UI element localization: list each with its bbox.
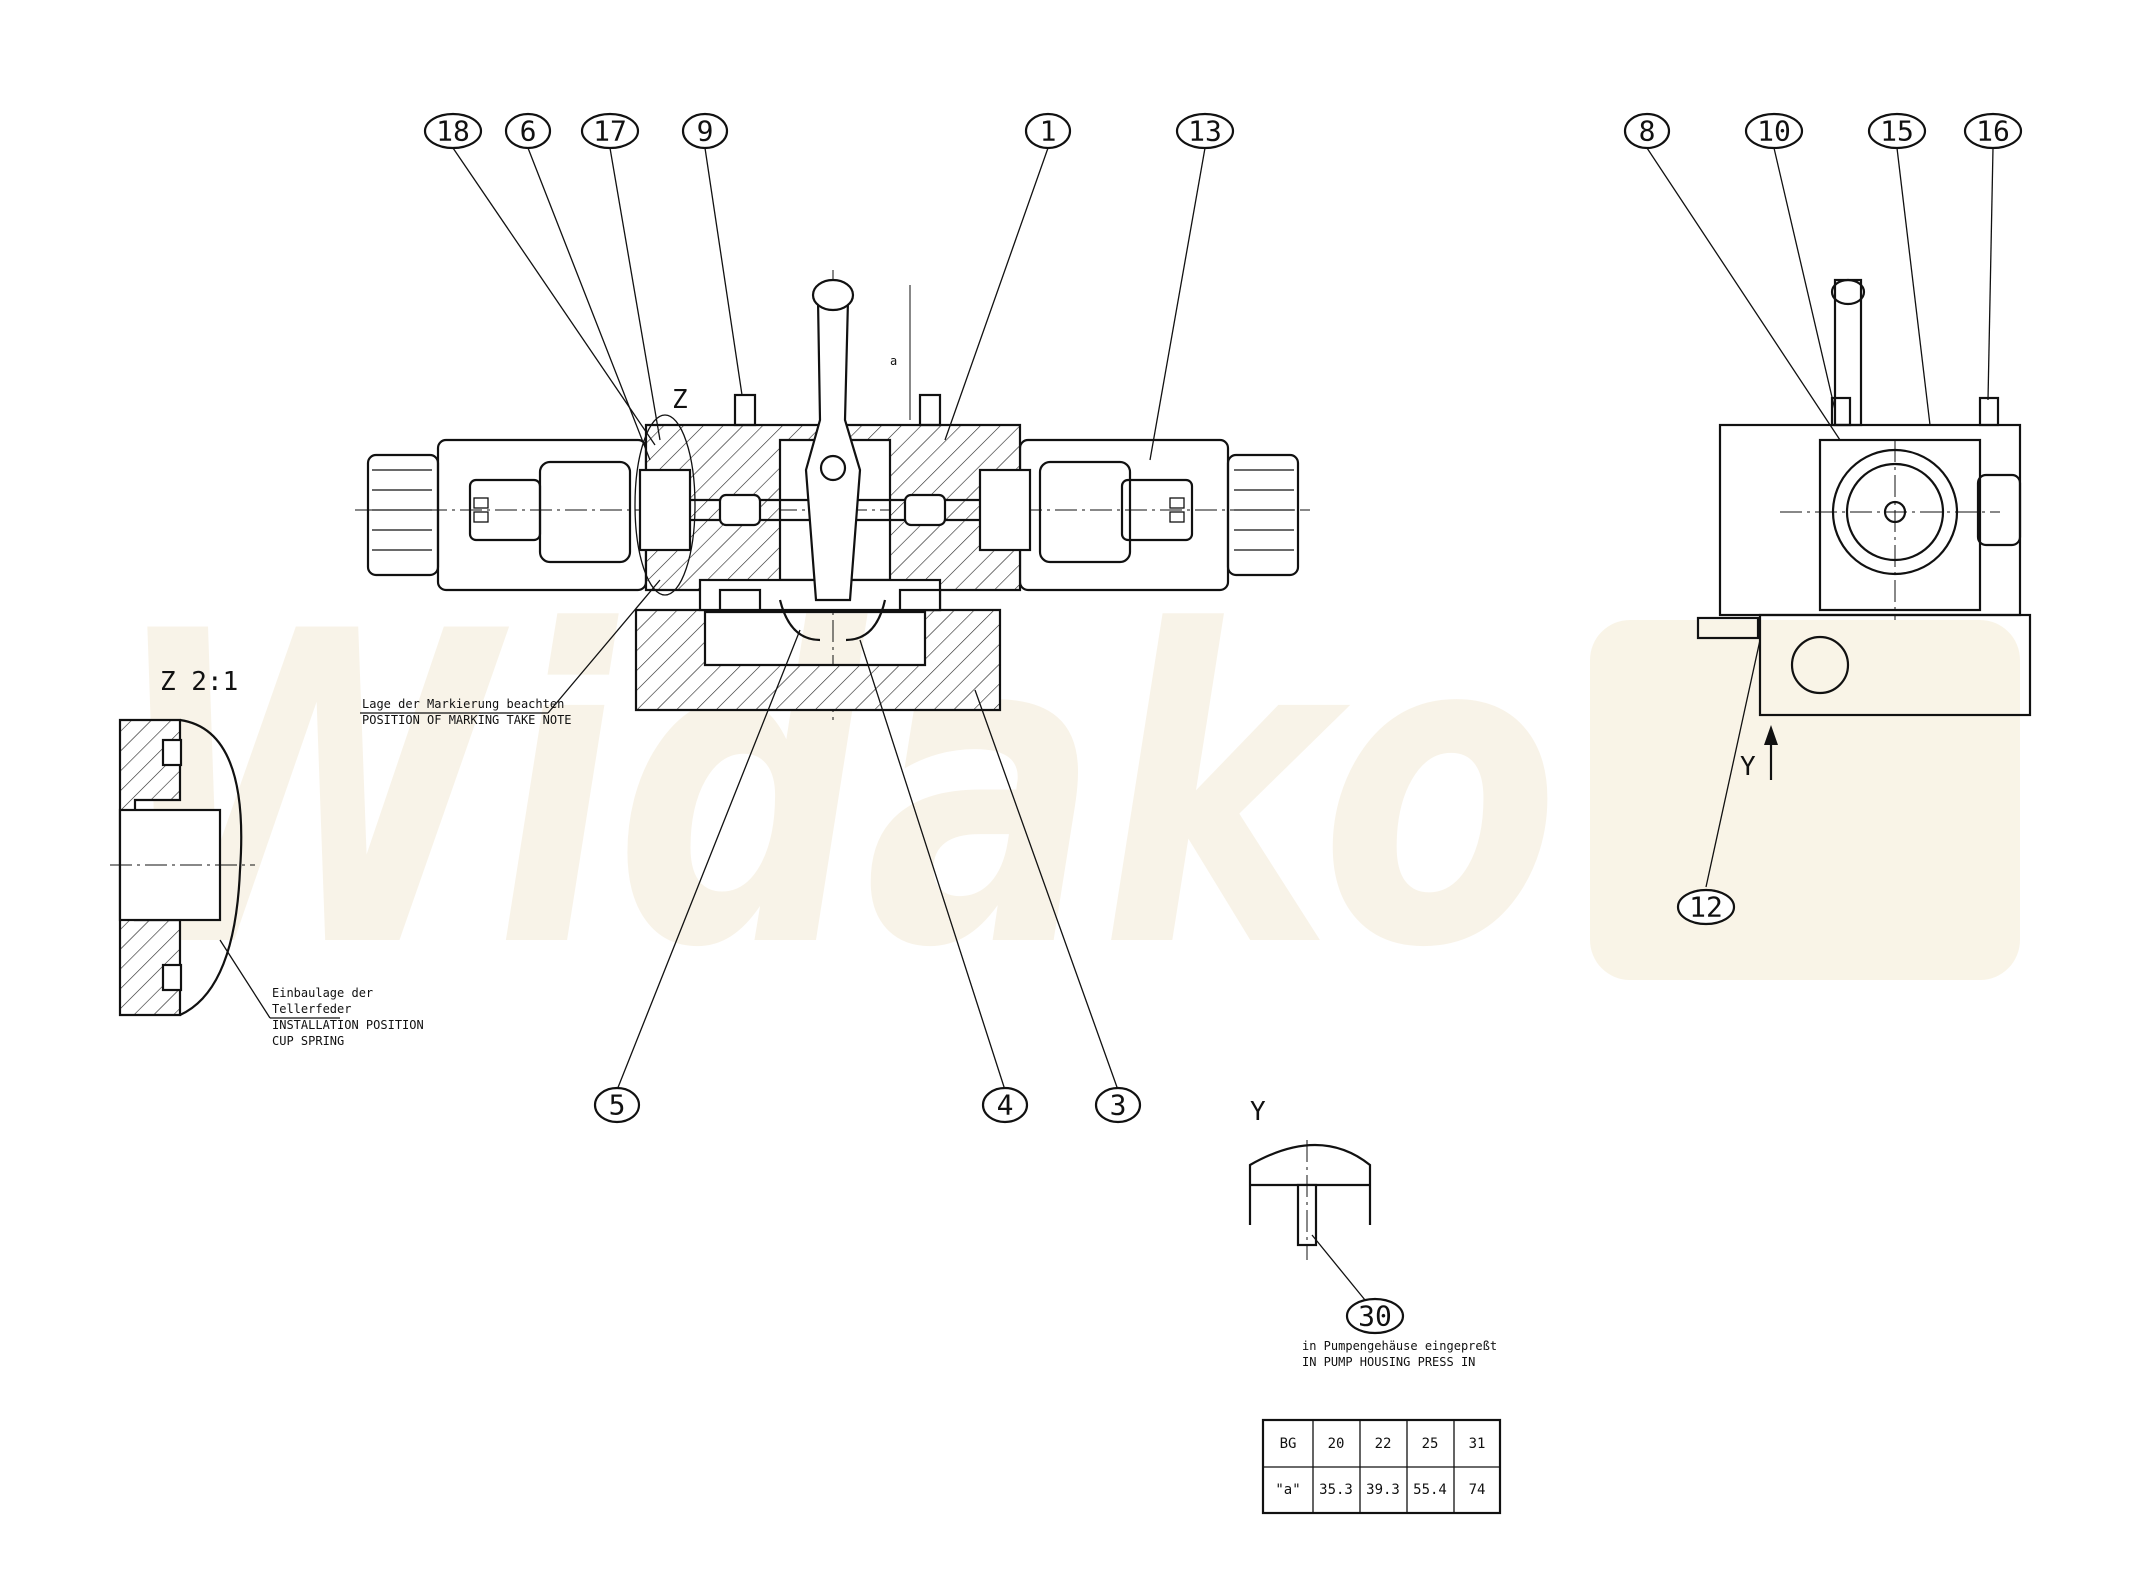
note-marking-de: Lage der Markierung beachten xyxy=(362,697,564,711)
note-spring-de-1: Einbaulage der xyxy=(272,986,373,1000)
control-lever xyxy=(804,298,862,602)
svg-text:3: 3 xyxy=(1110,1089,1127,1122)
balloon-17: 17 xyxy=(580,112,640,150)
table-cell-r1c3: 55.4 xyxy=(1413,1482,1447,1498)
size-table: BG 20 22 25 31 "a" 35.3 39.3 55.4 74 xyxy=(1261,1418,1502,1515)
note-press-de: in Pumpengehäuse eingepreßt xyxy=(1302,1339,1497,1353)
note-spring-de-2: Tellerfeder xyxy=(272,1002,351,1016)
balloon-5: 5 xyxy=(593,1086,641,1124)
table-cell-r1c4: 74 xyxy=(1469,1482,1486,1498)
table-cell-r1c0: "a" xyxy=(1275,1482,1300,1498)
balloon-18: 18 xyxy=(423,112,483,150)
table-cell-r0c1: 20 xyxy=(1328,1436,1345,1452)
svg-text:16: 16 xyxy=(1976,115,2010,148)
balloon-6: 6 xyxy=(504,112,552,150)
z-marker: Z xyxy=(672,385,688,415)
svg-text:13: 13 xyxy=(1188,115,1222,148)
svg-text:5: 5 xyxy=(609,1089,626,1122)
balloon-1: 1 xyxy=(1024,112,1072,150)
table-cell-r0c0: BG xyxy=(1280,1436,1297,1452)
table-cell-r0c2: 22 xyxy=(1375,1436,1392,1452)
side-view: Y xyxy=(1696,278,2032,782)
svg-text:15: 15 xyxy=(1880,115,1914,148)
balloon-3: 3 xyxy=(1094,1086,1142,1124)
svg-text:18: 18 xyxy=(436,115,470,148)
svg-text:12: 12 xyxy=(1689,891,1723,924)
balloon-4: 4 xyxy=(981,1086,1029,1124)
y-marker: Y xyxy=(1740,752,1756,782)
note-spring-en-1: INSTALLATION POSITION xyxy=(272,1018,424,1032)
svg-text:6: 6 xyxy=(520,115,537,148)
dim-a-label: a xyxy=(890,354,897,368)
svg-text:8: 8 xyxy=(1639,115,1656,148)
main-section-view: a Z Lage der Markierung beachten POSITIO… xyxy=(355,270,1310,727)
balloon-13: 13 xyxy=(1175,112,1235,150)
svg-text:10: 10 xyxy=(1757,115,1791,148)
view-y-title: Y xyxy=(1250,1097,1266,1127)
balloon-15: 15 xyxy=(1867,112,1927,150)
leader-lines xyxy=(452,147,1994,1091)
note-press-en: IN PUMP HOUSING PRESS IN xyxy=(1302,1355,1475,1369)
view-y: Y in Pumpengehäuse eingepreßt IN PUMP HO… xyxy=(1248,1097,1497,1369)
watermark-logo xyxy=(1590,620,2020,980)
table-cell-r0c4: 31 xyxy=(1469,1436,1486,1452)
table-cell-r1c2: 39.3 xyxy=(1366,1482,1400,1498)
watermark: Widako xyxy=(110,542,1560,1042)
note-spring-en-2: CUP SPRING xyxy=(272,1034,344,1048)
svg-text:9: 9 xyxy=(697,115,714,148)
note-marking-en: POSITION OF MARKING TAKE NOTE xyxy=(362,713,572,727)
svg-text:1: 1 xyxy=(1040,115,1057,148)
balloon-8: 8 xyxy=(1623,112,1671,150)
balloon-10: 10 xyxy=(1744,112,1804,150)
balloon-12: 12 xyxy=(1676,888,1736,926)
svg-text:30: 30 xyxy=(1358,1300,1392,1333)
table-cell-r1c1: 35.3 xyxy=(1319,1482,1353,1498)
svg-text:17: 17 xyxy=(593,115,627,148)
balloon-9: 9 xyxy=(681,112,729,150)
balloon-16: 16 xyxy=(1963,112,2023,150)
detail-z-title: Z 2:1 xyxy=(160,667,238,697)
detail-z-view: Z 2:1 Einbaulage der Tellerfeder INSTALL… xyxy=(110,667,424,1048)
table-cell-r0c3: 25 xyxy=(1422,1436,1439,1452)
balloon-30: 30 xyxy=(1345,1297,1405,1335)
svg-text:4: 4 xyxy=(997,1089,1014,1122)
